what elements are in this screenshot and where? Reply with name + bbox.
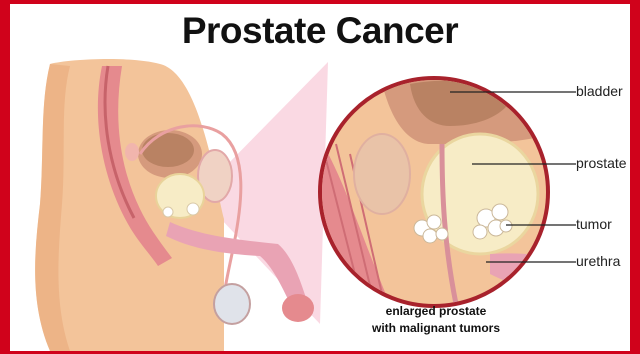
caption-line-1: enlarged prostate xyxy=(346,303,526,320)
label-urethra: urethra xyxy=(576,253,620,269)
diagram-title: Prostate Cancer xyxy=(10,10,630,52)
zoom-seminal-vesicle xyxy=(354,134,410,214)
label-bladder: bladder xyxy=(576,83,623,99)
diagram-caption: enlarged prostate with malignant tumors xyxy=(346,303,526,337)
anatomy-illustration xyxy=(10,4,630,351)
label-tumor: tumor xyxy=(576,216,612,232)
glans xyxy=(282,294,314,322)
bladder-small-inner xyxy=(142,133,194,167)
tumor-small-2 xyxy=(187,203,199,215)
testicle xyxy=(214,284,250,324)
vas-end xyxy=(125,143,139,161)
label-prostate: prostate xyxy=(576,155,627,171)
caption-line-2: with malignant tumors xyxy=(346,320,526,337)
tumor-small-1 xyxy=(163,207,173,217)
zoom-penis-base xyxy=(490,253,570,304)
